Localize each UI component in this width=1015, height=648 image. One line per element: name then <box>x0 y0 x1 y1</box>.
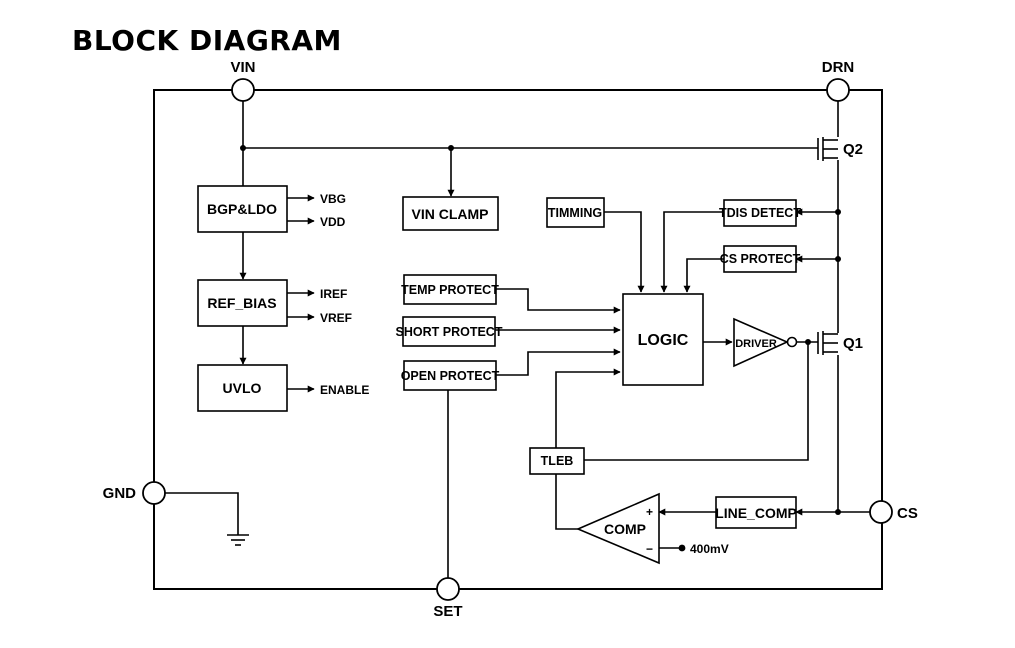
cs-label: CS <box>897 505 918 522</box>
q2-label: Q2 <box>843 141 863 158</box>
cs-protect-label: CS PROTECT <box>720 252 801 266</box>
uvlo-block <box>197 364 288 412</box>
junctions <box>240 145 841 552</box>
ref-bias-label: REF_BIAS <box>207 295 276 311</box>
vref-label: VREF <box>320 311 352 325</box>
line-comp-label: LINE_COMP <box>715 505 797 521</box>
logic-label: LOGIC <box>638 332 689 349</box>
q1-label: Q1 <box>843 335 863 352</box>
driver-block <box>733 317 789 368</box>
driver-label: DRIVER <box>735 338 777 350</box>
logic-block <box>622 293 704 386</box>
temp-protect-block <box>403 274 497 305</box>
comp-label: COMP <box>604 521 646 537</box>
short-protect-label: SHORT PROTECT <box>396 325 503 339</box>
cs-protect-block <box>723 245 797 273</box>
diagram-title: BLOCK DIAGRAM <box>72 24 342 57</box>
vdd-label: VDD <box>320 215 346 229</box>
tdis-detect-block <box>723 199 797 227</box>
ref-bias-block <box>197 279 288 327</box>
q1-transistor <box>817 331 838 355</box>
tleb-label: TLEB <box>541 454 574 468</box>
vin-clamp-label: VIN CLAMP <box>412 206 489 222</box>
cs-pin <box>869 500 893 524</box>
driver-inverter-bubble <box>786 336 798 348</box>
enable-label: ENABLE <box>320 383 369 397</box>
q2-transistor <box>817 137 838 161</box>
comp-minus-label: − <box>646 542 653 556</box>
tdis-detect-label: TDIS DETECT <box>719 206 801 220</box>
vin-label: VIN <box>230 59 255 76</box>
uvlo-label: UVLO <box>223 380 262 396</box>
line-comp-block <box>715 496 797 529</box>
open-protect-label: OPEN PROTECT <box>401 369 500 383</box>
drn-pin <box>826 78 850 102</box>
temp-protect-label: TEMP PROTECT <box>401 283 499 297</box>
timming-block <box>546 197 605 228</box>
short-protect-block <box>402 316 496 347</box>
open-protect-block <box>403 360 497 391</box>
400mv-label: 400mV <box>690 542 729 556</box>
timming-label: TIMMING <box>548 206 602 220</box>
tleb-block <box>529 447 585 475</box>
drn-label: DRN <box>822 59 855 76</box>
gnd-label: GND <box>103 485 137 502</box>
gnd-pin <box>142 481 166 505</box>
iref-label: IREF <box>320 287 347 301</box>
wires <box>165 89 870 578</box>
bgp-ldo-label: BGP&LDO <box>207 201 277 217</box>
vin-clamp-block <box>402 196 499 231</box>
set-label: SET <box>433 603 462 620</box>
bgp-ldo-block <box>197 185 288 233</box>
comp-plus-label: + <box>646 505 653 519</box>
vbg-label: VBG <box>320 192 346 206</box>
vin-pin <box>231 78 255 102</box>
set-pin <box>436 577 460 601</box>
comp-block <box>575 492 660 565</box>
